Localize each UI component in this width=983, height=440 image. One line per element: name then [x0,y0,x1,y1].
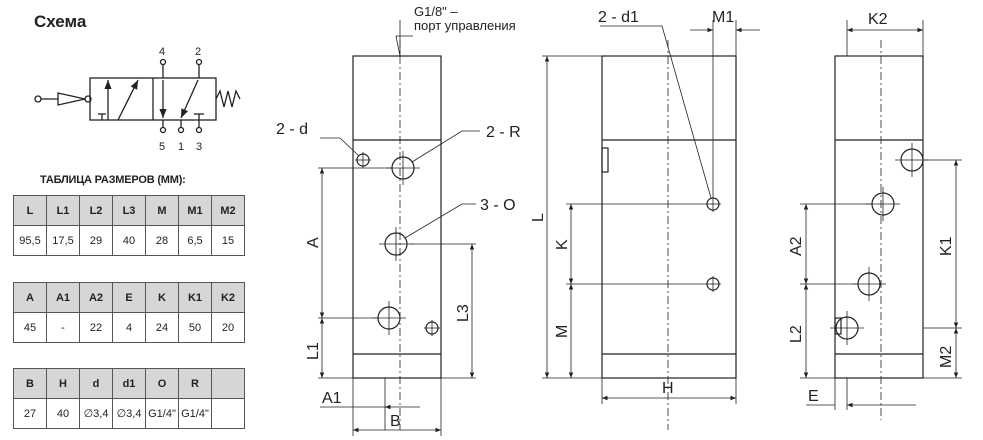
table-header-cell: B [13,368,47,399]
table-header-cell: R [178,368,212,399]
dimension-table-caption: ТАБЛИЦА РАЗМЕРОВ (ММ): [40,174,186,186]
schema-title: Схема [34,12,87,31]
dimension-table-1: L L1 L2 L3 M M1 M2 95,5 17,5 29 40 28 6,… [13,195,245,256]
table-header-cell: d [79,368,113,399]
table-header-cell: E [112,282,146,313]
table-header-cell: A1 [46,282,80,313]
table-value-cell: 29 [79,225,113,256]
table-header-cell: M2 [211,195,245,226]
table-value-cell: G1/4" [178,398,212,429]
dim-L3: L3 [455,304,472,322]
table-header-cell: d1 [112,368,146,399]
table-value-cell: 4 [112,312,146,343]
table-value-cell: 40 [112,225,146,256]
table-header-cell: H [46,368,80,399]
table-empty-cell [211,368,245,399]
control-port-label-line1: G1/8" – [414,4,458,19]
dim-L2: L2 [788,325,805,343]
table-header-cell: K1 [178,282,212,313]
dim-A2: A2 [788,236,805,256]
dim-E: E [808,388,819,405]
dim-M1: M1 [712,9,734,26]
dim-H: H [662,380,674,397]
dimension-table-2: A A1 A2 E K K1 K2 45 - 22 4 24 50 20 [13,282,245,343]
callout-O: 3 - O [480,197,516,214]
table-value-cell: 15 [211,225,245,256]
front-view [318,20,480,436]
port-label-1: 1 [178,141,184,153]
rear-view [800,20,962,420]
dim-M2: M2 [938,346,955,368]
port-label-3: 3 [196,141,202,153]
table-value-cell: - [46,312,80,343]
dim-M: M [554,325,571,338]
dim-K1: K1 [938,236,955,256]
callout-d1: 2 - d1 [598,9,639,26]
dim-L1: L1 [305,342,322,360]
table-header-cell: K2 [211,282,245,313]
dim-B: B [390,413,401,430]
table-value-cell: ∅3,4 [79,398,113,429]
callout-R: 2 - R [486,124,521,141]
dimension-table-3: B H d d1 O R 27 40 ∅3,4 ∅3,4 G1/4" G1/4" [13,368,245,429]
table-value-cell: ∅3,4 [112,398,146,429]
table-value-cell: 22 [79,312,113,343]
dim-A1: A1 [322,390,342,407]
control-port-label-line2: порт управления [414,18,516,33]
table-header-cell: L1 [46,195,80,226]
port-label-5: 5 [159,141,165,153]
dim-A: A [305,237,322,248]
dim-K2: K2 [868,11,888,28]
table-value-cell: 6,5 [178,225,212,256]
table-header-cell: A2 [79,282,113,313]
table-header-cell: K [145,282,179,313]
table-header-cell: L3 [112,195,146,226]
port-label-4: 4 [159,46,165,58]
table-value-cell: 20 [211,312,245,343]
table-header-cell: M [145,195,179,226]
table-header-cell: L2 [79,195,113,226]
table-header-cell: L [13,195,47,226]
table-value-cell: 27 [13,398,47,429]
table-value-cell: G1/4" [145,398,179,429]
port-label-2: 2 [195,46,201,58]
valve-symbol [34,58,241,134]
dim-L: L [530,213,547,222]
dim-K: K [554,239,571,250]
callout-d: 2 - d [276,121,308,138]
table-empty-cell [211,398,245,429]
table-header-cell: O [145,368,179,399]
side-view [542,20,760,430]
